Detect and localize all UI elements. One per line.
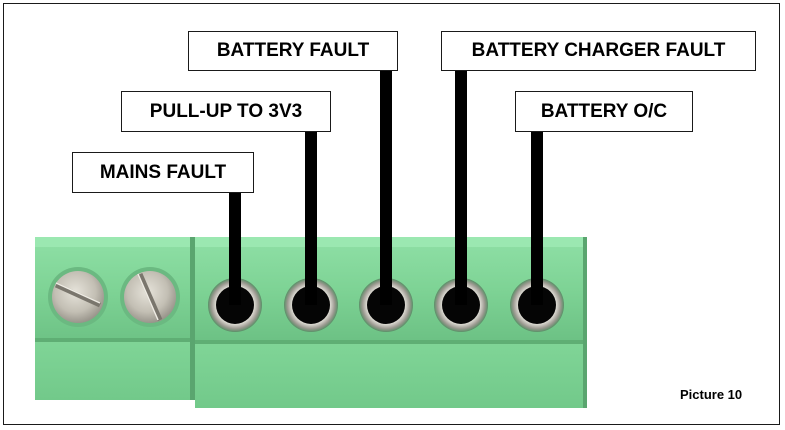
terminal-hole-1 [208,278,262,332]
leader-battery-oc [531,130,543,305]
screw-2 [120,267,180,327]
terminal-hole-3 [359,278,413,332]
label-battery-fault: BATTERY FAULT [188,31,398,71]
terminal-hole-5 [510,278,564,332]
terminal-hole-2 [284,278,338,332]
screw-1 [48,267,108,327]
label-mains-fault: MAINS FAULT [72,152,254,193]
leader-pull-up [305,130,317,305]
label-battery-oc: BATTERY O/C [515,91,693,132]
left-terminal-block [35,237,195,400]
label-battery-charger-fault: BATTERY CHARGER FAULT [441,31,756,71]
terminal-hole-4 [434,278,488,332]
leader-battery-fault [380,69,392,305]
leader-mains-fault [229,192,241,305]
leader-battery-charger-fault [455,69,467,305]
label-pull-up-to-3v3: PULL-UP TO 3V3 [121,91,331,132]
figure-caption: Picture 10 [680,387,743,402]
